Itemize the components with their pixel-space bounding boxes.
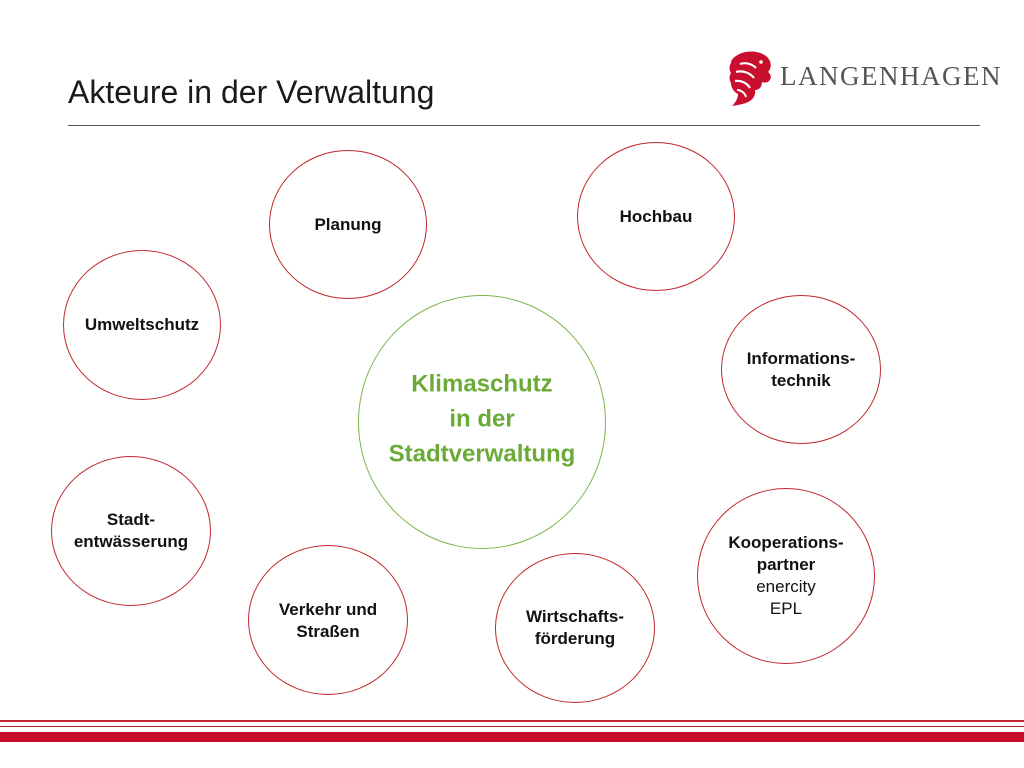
center-label: Klimaschutz in der Stadtverwaltung [389, 367, 576, 472]
footer-stripe-thick [0, 732, 1024, 742]
lion-logo-icon [729, 51, 771, 106]
label-verkehr-line-1: Verkehr und [278, 600, 378, 619]
label-kooperationspartner: Kooperations- partner enercity EPL [728, 532, 843, 620]
label-hochbau: Hochbau [620, 206, 693, 228]
label-kooperationspartner-line-1: Kooperations- [728, 533, 844, 552]
bubble-kooperationspartner [697, 488, 875, 664]
label-umweltschutz: Umweltschutz [85, 314, 199, 336]
label-wirtschaftsfoerderung: Wirtschafts- förderung [526, 606, 624, 650]
label-umweltschutz-line-1: Umweltschutz [84, 315, 200, 334]
label-stadtentwaesserung: Stadt- entwässerung [74, 509, 188, 553]
slide-title: Akteure in der Verwaltung [68, 74, 435, 110]
label-planung-line-1: Planung [314, 215, 382, 234]
bubble-informationstechnik [721, 295, 881, 444]
bubble-verkehr [248, 545, 408, 695]
center-line-1: Klimaschutz [411, 370, 553, 398]
langenhagen-logo: LANGENHAGEN [728, 48, 1000, 110]
center-line-2: in der [449, 405, 515, 433]
label-informationstechnik-line-2: technik [771, 371, 831, 390]
label-hochbau-line-1: Hochbau [619, 207, 693, 226]
label-planung: Planung [314, 214, 381, 236]
footer-stripe-thin-bottom [0, 726, 1024, 727]
bubble-planung [269, 150, 427, 299]
bubble-stadtentwaesserung [51, 456, 211, 606]
label-verkehr: Verkehr und Straßen [279, 599, 377, 643]
label-informationstechnik: Informations- technik [747, 348, 856, 392]
bubble-wirtschaftsfoerderung [495, 553, 655, 703]
label-kooperationspartner-line-3: enercity [756, 577, 816, 596]
center-bubble [358, 295, 606, 549]
footer-stripe-thin-top [0, 720, 1024, 722]
label-kooperationspartner-line-4: EPL [769, 599, 803, 618]
label-wirtschaftsfoerderung-line-2: förderung [534, 629, 616, 648]
label-wirtschaftsfoerderung-line-1: Wirtschafts- [525, 607, 625, 626]
label-stadtentwaesserung-line-2: entwässerung [73, 532, 189, 551]
bubble-hochbau [577, 142, 735, 291]
center-line-3: Stadtverwaltung [388, 440, 576, 468]
title-divider [68, 125, 980, 126]
logo-wordmark: LANGENHAGEN [780, 61, 1002, 91]
label-stadtentwaesserung-line-1: Stadt- [106, 510, 156, 529]
label-kooperationspartner-line-2: partner [756, 555, 816, 574]
label-verkehr-line-2: Straßen [296, 622, 360, 641]
label-informationstechnik-line-1: Informations- [746, 349, 856, 368]
bubble-umweltschutz [63, 250, 221, 400]
